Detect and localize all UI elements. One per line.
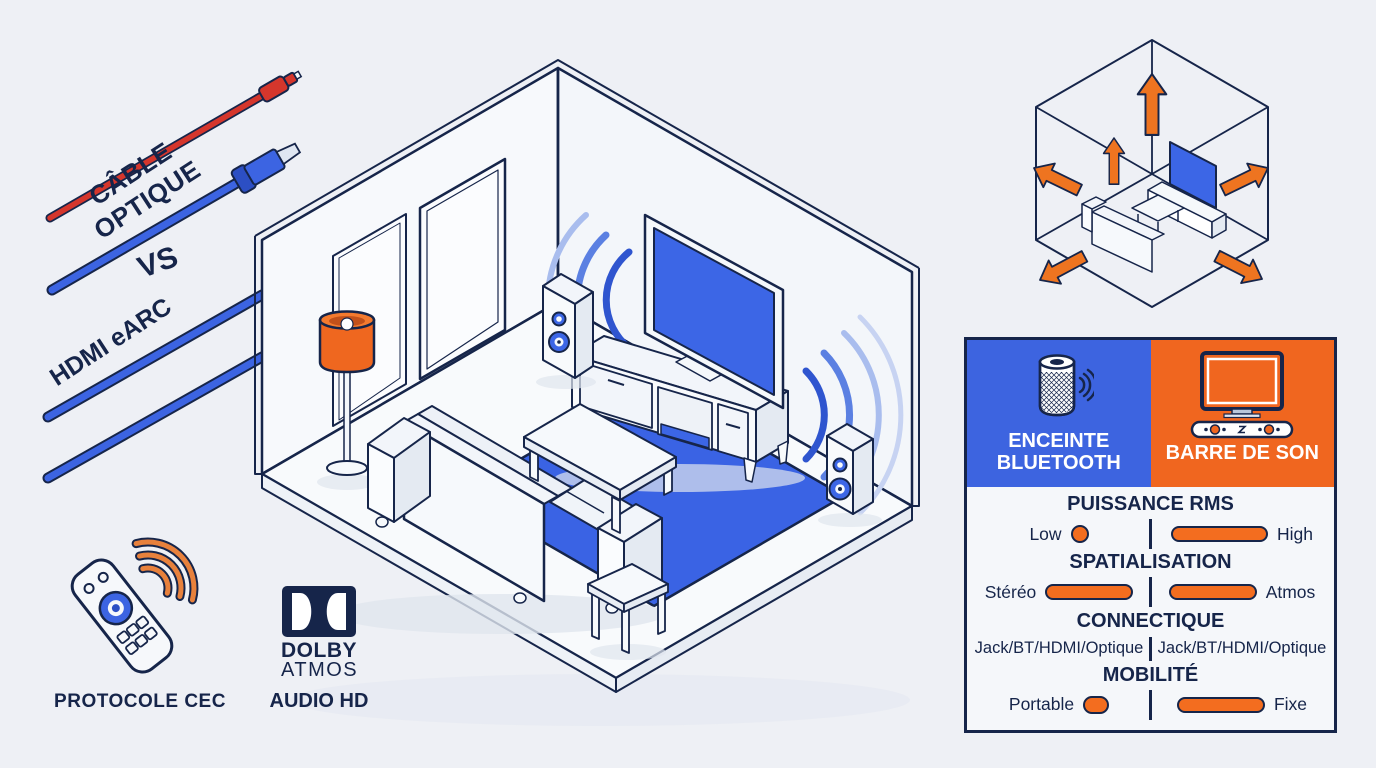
sound-dispersion-cube bbox=[1027, 39, 1275, 308]
row-connectique: CONNECTIQUE Jack/BT/HDMI/Optique Jack/BT… bbox=[969, 610, 1332, 662]
left-value-label: Stéréo bbox=[984, 581, 1037, 602]
right-meter bbox=[1176, 696, 1265, 713]
left-value-label: Portable bbox=[1008, 694, 1075, 715]
earc-cables bbox=[42, 289, 268, 484]
right-value-label: High bbox=[1277, 523, 1313, 544]
row-heading: CONNECTIQUE bbox=[1076, 609, 1225, 632]
atmos-wordmark: ATMOS bbox=[281, 659, 359, 681]
audio-hd-label: AUDIO HD bbox=[269, 690, 369, 712]
right-column-title: BARRE DE SON bbox=[1165, 442, 1319, 464]
floor-lamp bbox=[317, 310, 377, 490]
right-meter bbox=[1171, 526, 1268, 543]
left-speaker bbox=[536, 273, 596, 389]
tv-soundbar-icon bbox=[1191, 351, 1294, 439]
remote-control-icon bbox=[70, 537, 199, 674]
comparison-table-header: ENCEINTE BLUETOOTH BARRE DE SON bbox=[967, 340, 1334, 487]
left-meter bbox=[1045, 584, 1134, 601]
optical-cable bbox=[45, 70, 303, 223]
protocole-cec-label: PROTOCOLE CEC bbox=[54, 691, 226, 712]
row-heading: MOBILITÉ bbox=[1102, 663, 1199, 686]
row-divider bbox=[1149, 577, 1152, 608]
left-meter bbox=[1083, 695, 1110, 714]
right-meter bbox=[1168, 584, 1257, 601]
left-meter bbox=[1070, 525, 1089, 544]
mini-tv bbox=[1169, 141, 1217, 209]
coffee-table bbox=[523, 403, 677, 534]
right-speaker bbox=[818, 423, 882, 527]
mini-living-room bbox=[1081, 141, 1227, 273]
mini-couch bbox=[1091, 211, 1153, 273]
comparison-table-body: PUISSANCE RMS Low High SPATIALISATION St… bbox=[967, 487, 1334, 730]
hdmi-cable bbox=[46, 142, 302, 296]
couch bbox=[335, 405, 665, 634]
row-divider bbox=[1149, 519, 1152, 550]
tv bbox=[643, 213, 785, 410]
cec-signal-waves bbox=[131, 537, 199, 605]
living-room-illustration bbox=[254, 59, 920, 726]
row-spatialisation: SPATIALISATION Stéréo Atmos bbox=[969, 551, 1332, 608]
soundbar-device bbox=[660, 423, 710, 449]
row-heading: PUISSANCE RMS bbox=[1067, 493, 1234, 516]
right-value-label: Atmos bbox=[1265, 581, 1316, 602]
row-mobilite: MOBILITÉ Portable Fixe bbox=[969, 664, 1332, 720]
bluetooth-speaker-icon bbox=[1038, 354, 1094, 417]
dolby-atmos-logo-icon bbox=[282, 586, 356, 637]
left-value-label: Low bbox=[1029, 523, 1062, 544]
tv-screen bbox=[653, 227, 775, 396]
left-column-title: ENCEINTE BLUETOOTH bbox=[996, 430, 1121, 474]
right-value-label: Fixe bbox=[1273, 694, 1308, 715]
row-divider bbox=[1149, 689, 1152, 720]
side-stool bbox=[587, 563, 669, 660]
row-heading: SPATIALISATION bbox=[1069, 551, 1232, 574]
column-header-barre-de-son: BARRE DE SON bbox=[1150, 340, 1334, 487]
column-header-enceinte-bluetooth: ENCEINTE BLUETOOTH bbox=[967, 340, 1151, 487]
row-puissance-rms: PUISSANCE RMS Low High bbox=[969, 493, 1332, 550]
dolby-wordmark: DOLBY bbox=[281, 639, 357, 662]
left-value-label: Jack/BT/HDMI/Optique bbox=[974, 639, 1144, 658]
right-value-label: Jack/BT/HDMI/Optique bbox=[1157, 639, 1327, 658]
row-divider bbox=[1149, 636, 1152, 661]
comparison-table: ENCEINTE BLUETOOTH BARRE DE SON PUISSANC bbox=[964, 337, 1337, 733]
